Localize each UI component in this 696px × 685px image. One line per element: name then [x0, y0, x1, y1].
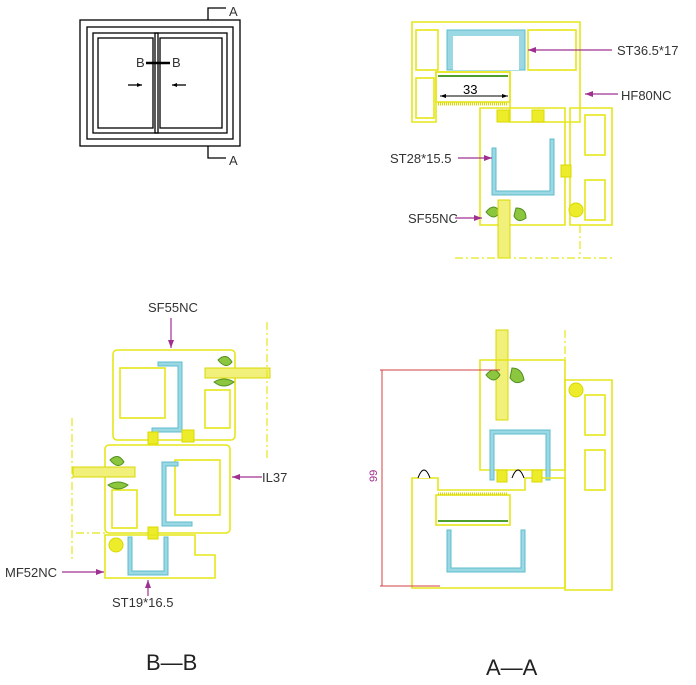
dimension-line: [380, 369, 500, 587]
label-hf80nc: HF80NC: [621, 88, 672, 103]
title-bb: B—B: [146, 650, 197, 675]
steel-sash-bottom: [489, 429, 551, 481]
label-sf55nc-top: SF55NC: [408, 211, 458, 226]
window-elevation: A A B B: [79, 4, 241, 168]
section-aa-bottom: 99 A—A: [368, 329, 613, 680]
label-mf52nc: MF52NC: [5, 565, 57, 580]
steel-frame: [127, 536, 169, 576]
section-aa-top: 33 ST36.5*17 HF80NC ST28*15.5 SF55NC: [390, 21, 678, 259]
label-sf55nc-bb: SF55NC: [148, 300, 198, 315]
section-bb: SF55NC IL37 MF52NC ST19*16.5 B—B: [5, 300, 287, 675]
section-line-bottom: [207, 146, 226, 159]
label-il37: IL37: [262, 470, 287, 485]
glass-dimension: 33: [463, 82, 477, 97]
section-mark-bottom: A: [229, 153, 238, 168]
section-mark-left: B: [136, 55, 145, 70]
steel-lower: [161, 461, 193, 527]
steel-frame-bottom: [446, 529, 526, 573]
label-st36-5x17: ST36.5*17: [617, 43, 678, 58]
section-line-top: [207, 7, 226, 20]
steel-upper: [151, 361, 183, 433]
section-mark-top: A: [229, 4, 238, 19]
steel-sash: [491, 138, 555, 196]
section-mark-right: B: [172, 55, 181, 70]
title-aa: A—A: [486, 655, 538, 680]
label-st28x15-5: ST28*15.5: [390, 151, 451, 166]
label-st19x16-5: ST19*16.5: [112, 595, 173, 610]
height-dimension: 99: [368, 470, 380, 482]
